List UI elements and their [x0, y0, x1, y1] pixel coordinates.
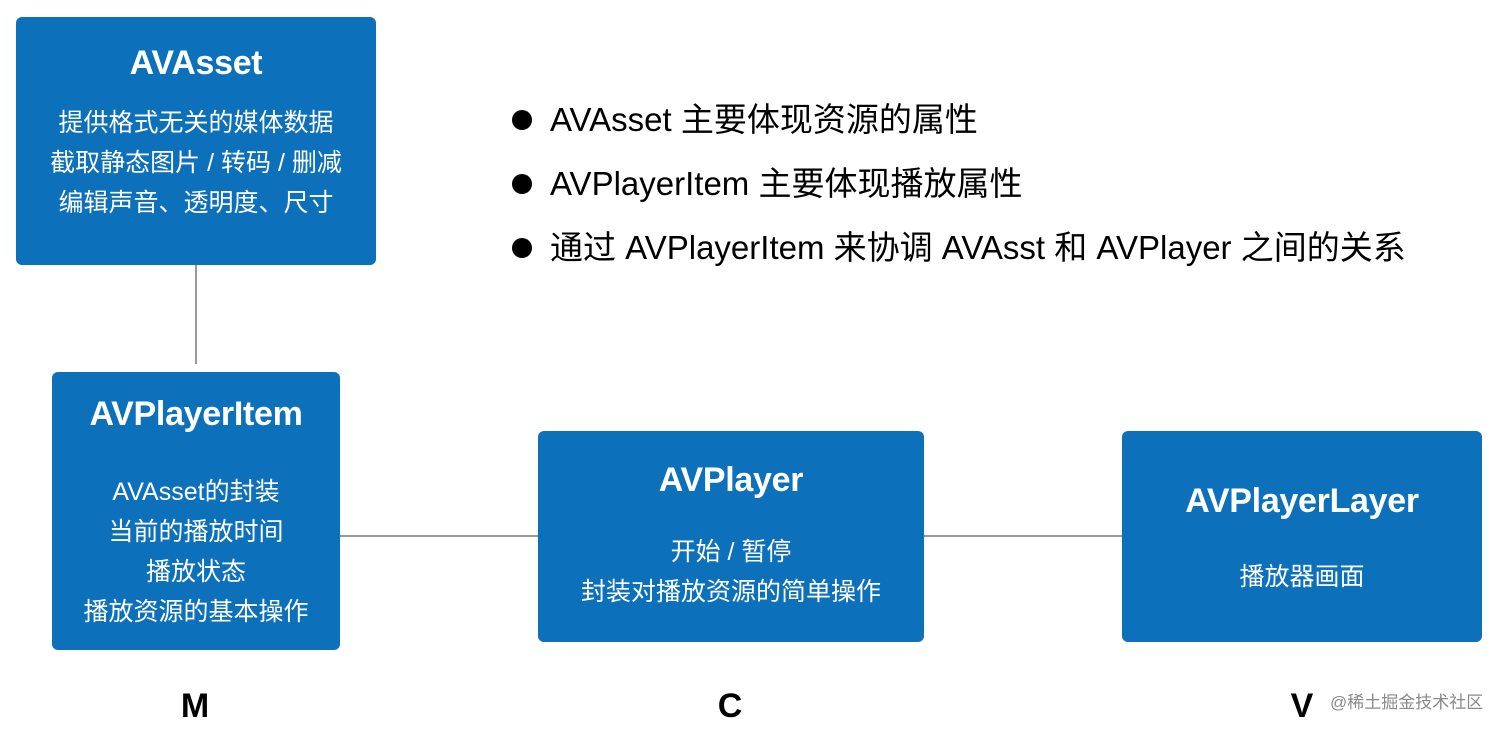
bullet-icon [512, 238, 532, 258]
note-text: AVAsset 主要体现资源的属性 [550, 101, 978, 138]
watermark: @稀土掘金技术社区 [1330, 693, 1484, 712]
avplayeritem-line: 当前的播放时间 [108, 518, 284, 546]
avplayeritem-line: 播放状态 [145, 558, 246, 586]
note-text: AVPlayerItem 主要体现播放属性 [550, 165, 1023, 202]
avplayerlayer-description: 播放器画面 [1122, 557, 1482, 597]
connector-avplayer-avplayerlayer [924, 535, 1134, 537]
avplayeritem-description: AVAsset的封装 当前的播放时间 播放状态 播放资源的基本操作 [52, 472, 340, 632]
connector-avplayeritem-avplayer [340, 535, 552, 537]
avplayeritem-line: AVAsset的封装 [112, 478, 280, 506]
avasset-description: 提供格式无关的媒体数据 截取静态图片 / 转码 / 删减 编辑声音、透明度、尺寸 [16, 103, 376, 223]
avasset-line: 编辑声音、透明度、尺寸 [58, 189, 334, 217]
avplayeritem-line: 播放资源的基本操作 [83, 598, 309, 626]
note-item: AVPlayerItem 主要体现播放属性 [510, 156, 1406, 220]
avplayeritem-title: AVPlayerItem [89, 395, 303, 433]
view-label: V [1290, 687, 1314, 725]
avplayer-description: 开始 / 暂停 封装对播放资源的简单操作 [538, 532, 924, 612]
note-item: AVAsset 主要体现资源的属性 [510, 92, 1406, 156]
avasset-title: AVAsset [129, 44, 263, 82]
avplayer-line: 开始 / 暂停 [670, 538, 792, 566]
notes-list: AVAsset 主要体现资源的属性 AVPlayerItem 主要体现播放属性 … [510, 92, 1406, 284]
avasset-line: 截取静态图片 / 转码 / 删减 [50, 149, 342, 177]
avplayer-title: AVPlayer [658, 461, 804, 499]
avplayerlayer-node: AVPlayerLayer 播放器画面 [1122, 431, 1482, 642]
bullet-icon [512, 110, 532, 130]
bullet-icon [512, 174, 532, 194]
avasset-node: AVAsset 提供格式无关的媒体数据 截取静态图片 / 转码 / 删减 编辑声… [16, 17, 376, 265]
avplayerlayer-line: 播放器画面 [1239, 563, 1365, 591]
model-label: M [180, 687, 210, 725]
avplayer-line: 封装对播放资源的简单操作 [580, 578, 881, 606]
avplayeritem-node: AVPlayerItem AVAsset的封装 当前的播放时间 播放状态 播放资… [52, 372, 340, 650]
connector-avasset-avplayeritem [195, 258, 197, 364]
avplayer-node: AVPlayer 开始 / 暂停 封装对播放资源的简单操作 [538, 431, 924, 642]
note-text: 通过 AVPlayerItem 来协调 AVAsst 和 AVPlayer 之间… [550, 229, 1406, 266]
avasset-line: 提供格式无关的媒体数据 [58, 109, 334, 137]
controller-label: C [717, 687, 743, 725]
avplayerlayer-title: AVPlayerLayer [1185, 482, 1419, 520]
note-item: 通过 AVPlayerItem 来协调 AVAsst 和 AVPlayer 之间… [510, 220, 1406, 284]
